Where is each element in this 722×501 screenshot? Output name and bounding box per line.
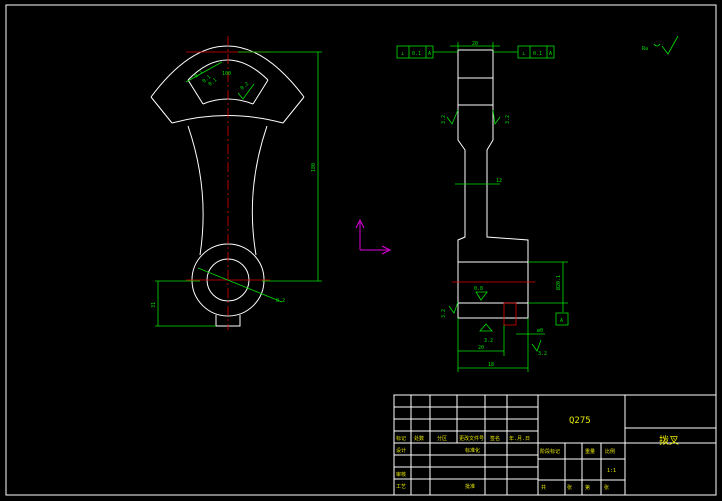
sheet-label-1: 共 [541, 484, 546, 491]
side-section-hatched [457, 104, 529, 263]
drawing-border [5, 4, 717, 496]
roughness-side-5: 3.2 [484, 338, 493, 344]
header-label-4: 更改文件号 [459, 435, 484, 442]
part-name-text: 拨叉 [659, 434, 679, 447]
tol-right-symbol: ⊥ [522, 51, 525, 57]
roughness-side-4: 3.2 [441, 309, 447, 318]
tol-left-symbol: ⊥ [401, 51, 404, 57]
dim-bottom-value: 31 [151, 302, 157, 308]
corner-symbol-text: Ra [642, 46, 648, 52]
fork-left-end [150, 96, 173, 124]
tolerance-frame-right: ⊥ 0.1 A [493, 45, 555, 59]
side-mid-dim: 12 [496, 178, 502, 184]
side-boss-hatched [457, 302, 529, 319]
roughness-side-6: 3.2 [538, 351, 547, 357]
rough-side-sym-5 [479, 323, 493, 332]
fork-step-arc [202, 98, 254, 105]
rough-side-sym-1 [446, 109, 459, 125]
dim-arc-label: 0.2 [276, 298, 285, 304]
header-label-5: 签名 [490, 435, 500, 442]
roughness-side-2: 3.2 [505, 115, 511, 124]
header-label-1: 标记 [396, 435, 406, 442]
fork-left-step [187, 79, 204, 105]
title-block-frame [393, 394, 717, 496]
roughness-front-1: 0.1 [193, 69, 204, 79]
rough-side-sym-2 [492, 109, 501, 126]
side-keyway [503, 302, 517, 326]
side-view: 20 ⊥ 0.1 A ⊥ 0.1 A 12 Ø20.1 A [396, 41, 569, 372]
rough-side-sym-6 [531, 339, 542, 352]
dim-leader-1 [185, 61, 223, 83]
side-right-dim: Ø20.1 [555, 275, 562, 290]
scale-value: 1:1 [607, 468, 616, 474]
side-lower-inner-dim: 20 [478, 345, 484, 351]
fork-outer-arc [150, 45, 305, 98]
lower-label-approve: 批准 [465, 483, 475, 490]
header-label-2: 处数 [414, 435, 424, 442]
roughness-front-4: 0.2 [239, 81, 250, 91]
row-label-standard: 标准化 [465, 447, 480, 454]
stage-label-2: 重量 [585, 448, 595, 455]
side-lower-right-dim: ø0 [537, 328, 543, 334]
tol-left-datum: A [428, 51, 431, 57]
tol-right-datum: A [549, 51, 552, 57]
fork-top-block [457, 49, 494, 79]
dim-leader-boss [197, 267, 283, 303]
datum-box [555, 312, 569, 326]
fork-inner-arc [187, 59, 269, 81]
roughness-marks-front: 0.1 0.1 0.1 0.2 [193, 69, 255, 100]
rough-side-sym-3 [475, 291, 488, 301]
roughness-marks-side: 3.2 3.2 0.8 3.2 3.2 3.2 [441, 109, 547, 357]
roughness-side-1: 3.2 [441, 115, 447, 124]
side-lower-overall-dim: 18 [488, 362, 494, 368]
roughness-front-2: 0.1 [201, 74, 212, 84]
stage-label-3: 比例 [605, 448, 615, 455]
fork-right-step [252, 79, 269, 105]
row-label-design: 设计 [396, 447, 406, 454]
material-text: Q275 [569, 416, 591, 426]
fork-lower-arc [171, 115, 284, 124]
side-top-dim: 20 [472, 41, 478, 47]
sheet-label-3: 第 [585, 484, 590, 491]
roughness-front-3: 0.1 [207, 77, 218, 87]
arm-left-edge [187, 125, 204, 256]
stage-label-1: 阶段标记 [540, 448, 560, 455]
title-block: Q275 拨叉 标记 处数 分区 更改文件号 签名 年.月.日 设计 标准化 审… [393, 394, 717, 496]
side-boss-block [457, 261, 529, 304]
lower-label-review: 审核 [396, 471, 406, 478]
fork-right-end [282, 96, 305, 124]
roughness-side-3: 0.8 [474, 286, 483, 292]
header-label-3: 分区 [437, 435, 447, 442]
ucs-icon [355, 218, 392, 255]
tol-left-value: 0.1 [412, 51, 421, 57]
arm-right-edge [251, 125, 268, 256]
dim-height-value: 180 [311, 163, 317, 172]
corner-roughness-symbol: Ra [642, 35, 679, 55]
lower-label-process: 工艺 [396, 484, 406, 490]
roughness-symbol-front [237, 83, 255, 100]
front-view: 180 31 100 0.2 0.1 0.1 0.1 0.2 [150, 36, 322, 330]
dim-top-width: 100 [222, 71, 231, 77]
side-fork-slot [457, 77, 494, 106]
rough-side-sym-4 [448, 301, 459, 314]
sheet-label-4: 张 [604, 484, 609, 491]
header-label-6: 年.月.日 [509, 435, 530, 442]
datum-label: A [560, 318, 563, 324]
tol-right-value: 0.1 [533, 51, 542, 57]
tolerance-frame-left: ⊥ 0.1 A [396, 45, 458, 59]
sheet-label-2: 张 [567, 484, 572, 491]
